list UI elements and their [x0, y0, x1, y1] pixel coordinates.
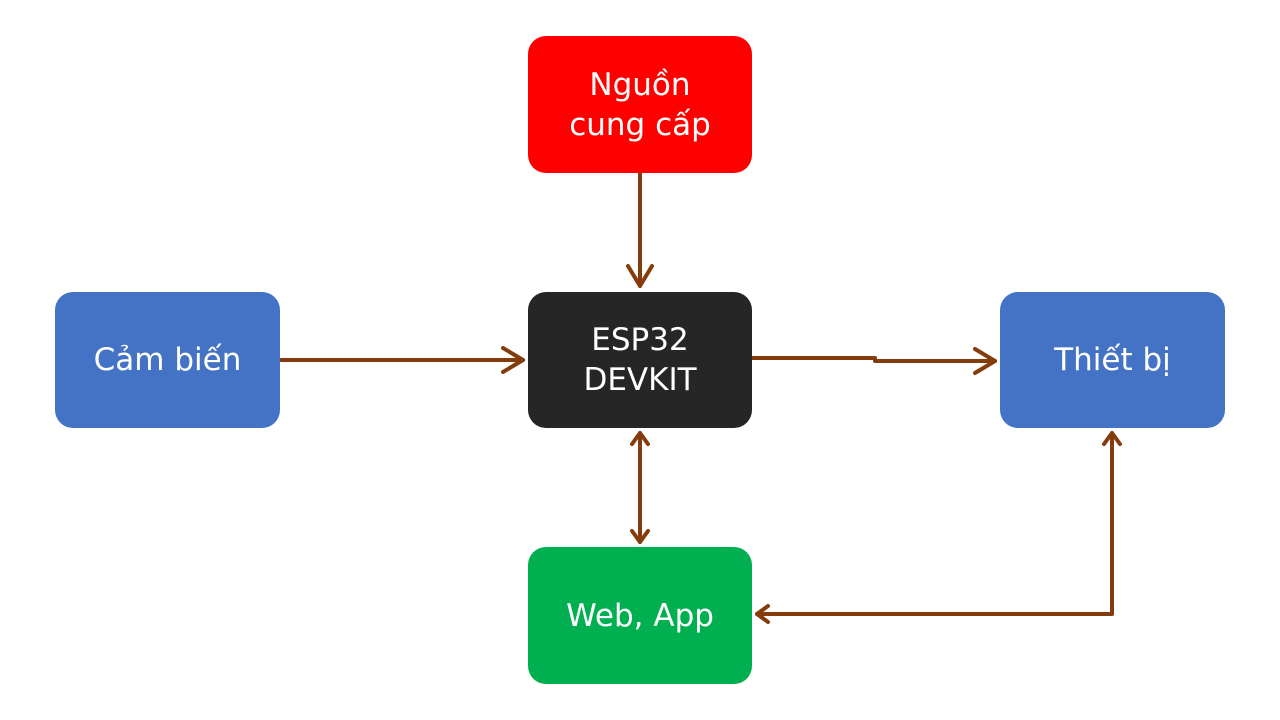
power-supply-label-line1: Nguồn — [589, 66, 691, 103]
power-supply-label-line2: cung cấp — [569, 106, 711, 143]
arrowhead-sensor-to-esp32 — [501, 346, 525, 374]
arrowhead-device-webapp-up — [1102, 431, 1122, 446]
arrowhead-esp32-webapp-down — [630, 529, 650, 544]
arrowhead-esp32-to-device — [973, 347, 997, 375]
web-app-node: Web, App — [528, 547, 752, 684]
arrow-device-webapp — [755, 431, 1114, 616]
arrow-esp32-to-device — [750, 356, 997, 363]
device-label: Thiết bị — [1054, 342, 1171, 378]
web-app-label: Web, App — [566, 597, 714, 634]
arrowhead-esp32-webapp-up — [630, 431, 650, 446]
esp32-devkit-node: ESP32 DEVKIT — [528, 292, 752, 428]
sensor-label: Cảm biến — [93, 342, 242, 378]
arrowhead-device-webapp-left — [755, 604, 770, 624]
device-node: Thiết bị — [1000, 292, 1225, 428]
power-supply-node: Nguồn cung cấp — [528, 36, 752, 173]
arrowhead-power-to-esp32 — [626, 264, 654, 288]
esp32-label-line1: ESP32 — [591, 322, 689, 358]
esp32-label-line2: DEVKIT — [583, 362, 697, 398]
sensor-node: Cảm biến — [55, 292, 280, 428]
